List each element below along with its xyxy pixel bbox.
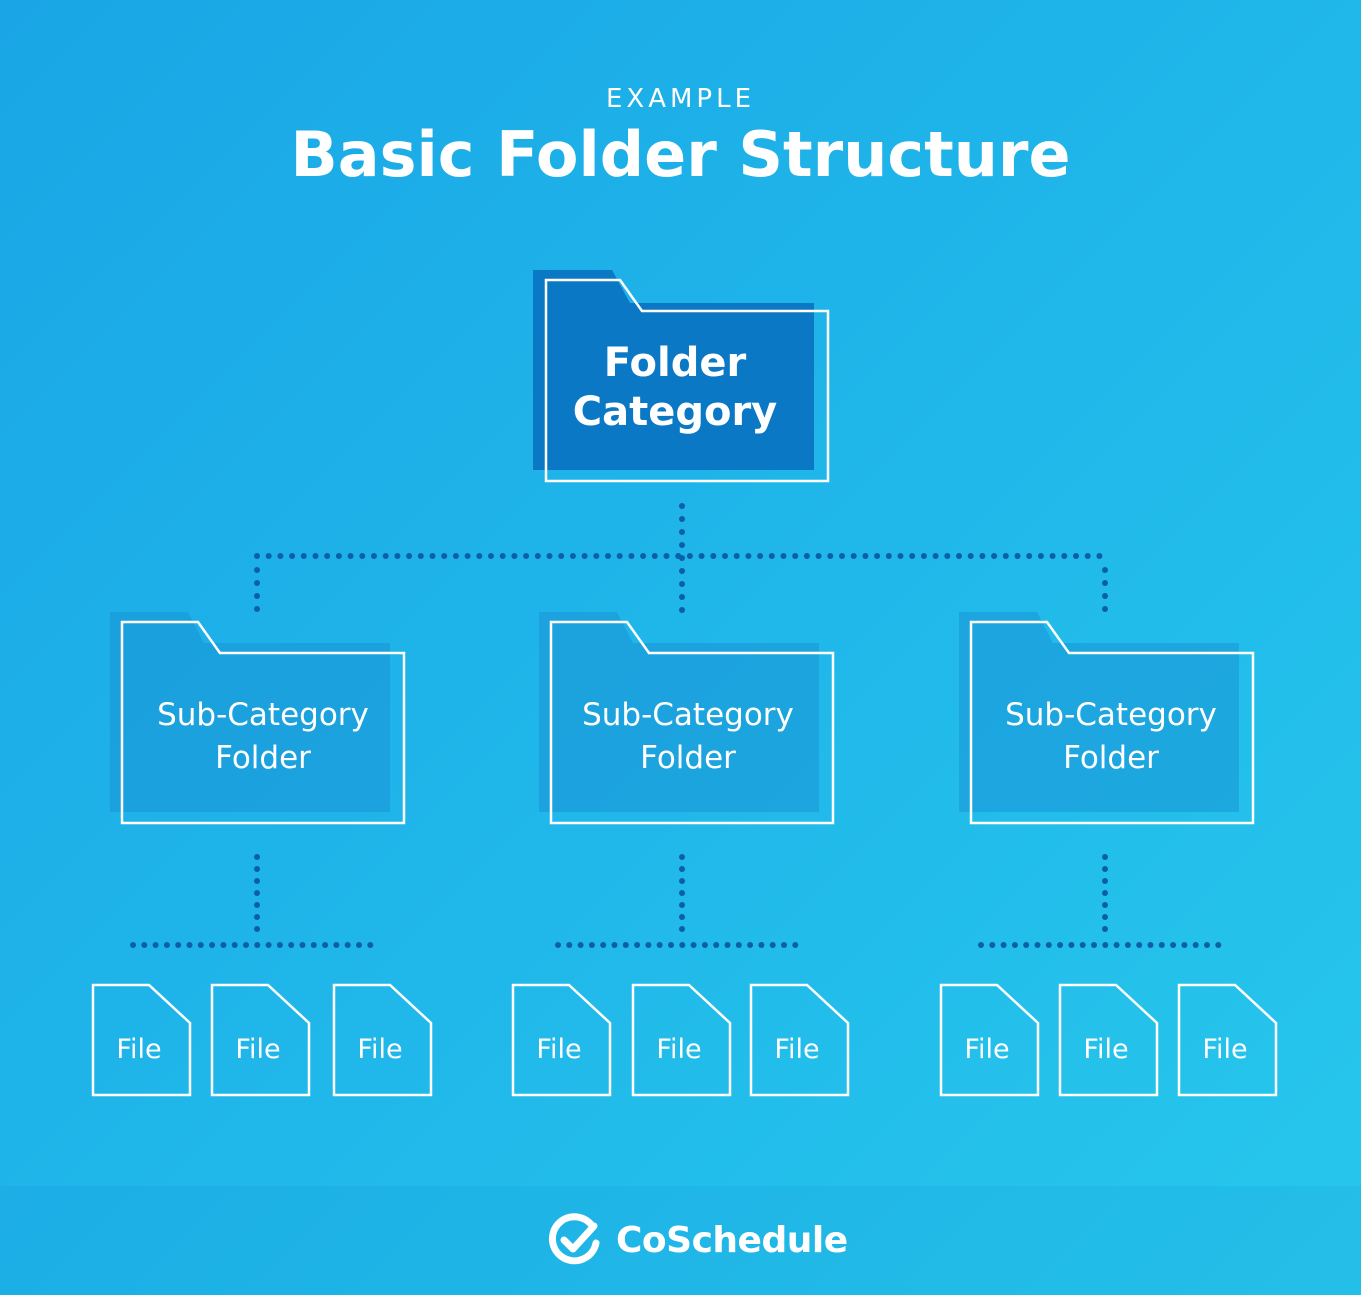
file-branch-dots-2: [978, 942, 1222, 948]
file-outline: [332, 983, 433, 1097]
file-outline: [1058, 983, 1159, 1097]
file-item: File: [1177, 983, 1278, 1097]
subfolder-label-line2: Folder: [215, 740, 311, 776]
file-item: File: [511, 983, 612, 1097]
file-label: File: [357, 1034, 402, 1065]
subfolder-outline: [969, 620, 1255, 825]
file-branch-dots-0: [130, 942, 374, 948]
folder-structure-diagram: Folder Category Sub-CategoryFolderSub-Ca…: [91, 270, 1278, 1097]
file-branch-dots-1: [555, 942, 799, 948]
brand-logo: CoSchedule: [548, 1212, 848, 1268]
root-folder-outline: [544, 278, 830, 483]
file-label: File: [656, 1034, 701, 1065]
main-branch-dots: [254, 553, 1103, 559]
file-label: File: [235, 1034, 280, 1065]
subfolder-label-line2: Folder: [640, 740, 736, 776]
sub-trunk-dots-0: [254, 854, 260, 932]
root-folder: Folder Category: [533, 270, 830, 483]
root-folder-label-line1: Folder: [604, 340, 747, 386]
brand-name: CoSchedule: [616, 1219, 848, 1261]
subfolder-fill: [959, 612, 1239, 812]
subfolder-outline: [120, 620, 406, 825]
file-item: File: [91, 983, 192, 1097]
branch-drop-dots-1: [1102, 567, 1108, 612]
file-outline: [631, 983, 732, 1097]
file-item: File: [1058, 983, 1159, 1097]
file-outline: [939, 983, 1040, 1097]
subfolder-label-line2: Folder: [1063, 740, 1159, 776]
file-label: File: [536, 1034, 581, 1065]
file-item: File: [939, 983, 1040, 1097]
subfolder-label-line1: Sub-Category: [157, 697, 369, 733]
subfolder-fill: [110, 612, 390, 812]
coschedule-check-logo-icon: [548, 1213, 600, 1265]
subfolder-label-line1: Sub-Category: [1005, 697, 1217, 733]
file-item: File: [749, 983, 850, 1097]
eyebrow-label: EXAMPLE: [605, 84, 756, 114]
footer-bar: [0, 1186, 1361, 1295]
file-label: File: [116, 1034, 161, 1065]
file-outline: [511, 983, 612, 1097]
file-label: File: [774, 1034, 819, 1065]
root-folder-label-line2: Category: [573, 389, 778, 435]
sub-trunk-dots-2: [1102, 854, 1108, 932]
subfolder-outline: [549, 620, 835, 825]
sub-trunk-dots-1: [679, 854, 685, 932]
file-item: File: [210, 983, 311, 1097]
subfolder-group: Sub-CategoryFolderSub-CategoryFolderSub-…: [110, 612, 1255, 825]
branch-drop-dots-0: [254, 567, 260, 612]
file-label: File: [1202, 1034, 1247, 1065]
subfolder-label-line1: Sub-Category: [582, 697, 794, 733]
file-item: File: [631, 983, 732, 1097]
file-item: File: [332, 983, 433, 1097]
subfolder-fill: [539, 612, 819, 812]
root-trunk-dots: [679, 503, 685, 613]
file-outline: [1177, 983, 1278, 1097]
file-label: File: [964, 1034, 1009, 1065]
file-outline: [91, 983, 192, 1097]
file-group: File File File File File File File File File: [91, 983, 1278, 1097]
file-outline: [749, 983, 850, 1097]
file-label: File: [1083, 1034, 1128, 1065]
page-title: Basic Folder Structure: [290, 118, 1071, 191]
root-folder-fill: [533, 270, 814, 470]
connector-lines: [130, 503, 1222, 948]
file-outline: [210, 983, 311, 1097]
